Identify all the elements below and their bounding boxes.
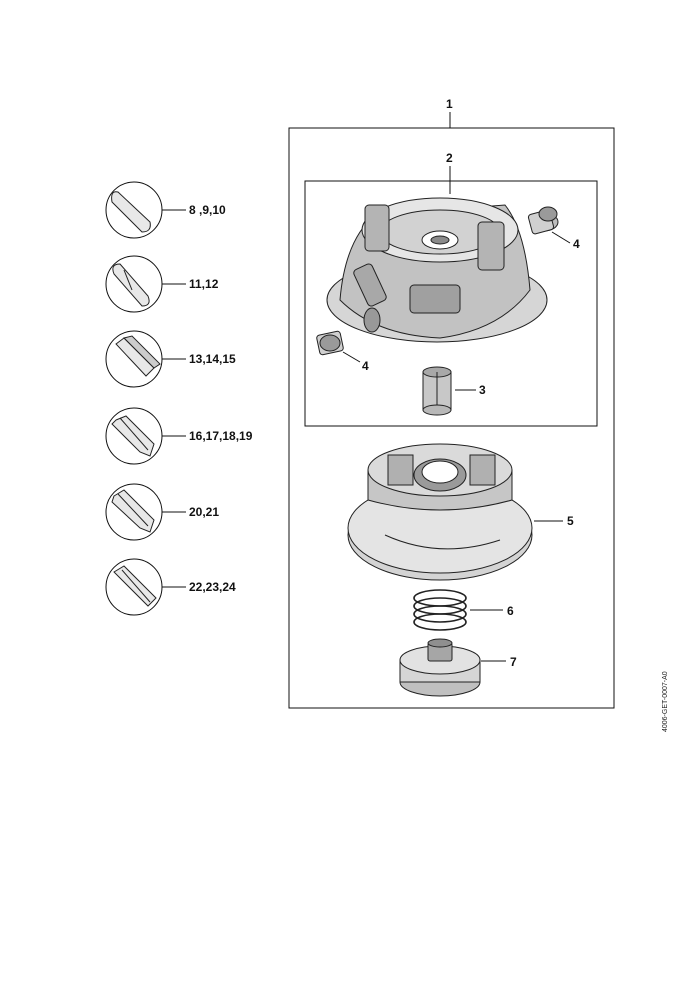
cap-part [399, 638, 481, 697]
housing-part [326, 197, 548, 343]
callout-5: 5 [567, 514, 574, 528]
drawing-code: 4006-GET-0007-A0 [662, 671, 669, 732]
callout-6: 6 [507, 604, 514, 618]
assembly-frame [288, 127, 615, 709]
line-profile-star: 16,17,18,19 [105, 407, 253, 465]
eyelet-top-part [527, 206, 559, 235]
nut-part [422, 366, 452, 416]
profile-label-pentagon: 20,21 [189, 505, 219, 519]
profile-label-round-twisted: 11,12 [189, 277, 219, 291]
spring-part [413, 589, 467, 631]
profile-label-star: 16,17,18,19 [189, 429, 253, 443]
line-profile-square-twisted: 22,23,24 [105, 558, 236, 616]
eyelet-left-part [316, 330, 344, 356]
spool-part [347, 443, 533, 581]
line-profile-pentagon: 20,21 [105, 483, 219, 541]
callout-4-left: 4 [362, 359, 369, 373]
line-profile-round: 8 ,9,10 [105, 181, 226, 239]
line-profile-square: 13,14,15 [105, 330, 236, 388]
housing-frame [304, 180, 598, 427]
callout-4-top: 4 [573, 237, 580, 251]
line-profile-round-twisted: 11,12 [105, 255, 219, 313]
callout-3: 3 [479, 383, 486, 397]
callout-7: 7 [510, 655, 517, 669]
profile-label-square: 13,14,15 [189, 352, 236, 366]
profile-label-round: 8 ,9,10 [189, 203, 226, 217]
callout-1: 1 [446, 97, 453, 111]
callout-2: 2 [446, 151, 453, 165]
profile-label-square-twisted: 22,23,24 [189, 580, 236, 594]
